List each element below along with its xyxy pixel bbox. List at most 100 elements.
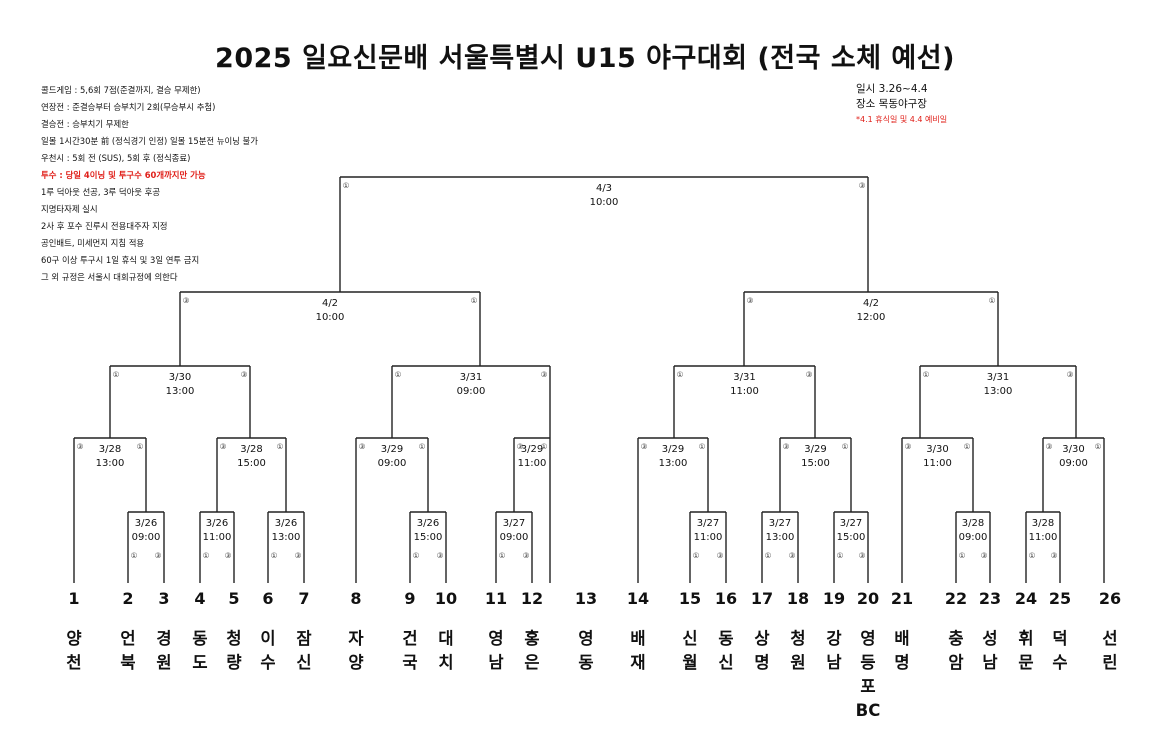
home-side-icon: ① xyxy=(693,551,700,560)
rule-item: 투수 : 당일 4이닝 및 투구수 60개까지만 가능 xyxy=(41,170,206,180)
match-time: 11:00 xyxy=(730,386,759,397)
away-side-icon: ③ xyxy=(806,370,813,379)
match-date: 3/29 xyxy=(381,444,403,455)
away-side-icon: ① xyxy=(842,442,849,451)
match-date: 3/28 xyxy=(1032,518,1054,529)
home-side-icon: ③ xyxy=(641,442,648,451)
away-side-icon: ③ xyxy=(1067,370,1074,379)
rule-item: 결승전 : 승부치기 무제한 xyxy=(41,119,129,129)
away-side-icon: ③ xyxy=(717,551,724,560)
rule-item: 그 외 규정은 서울시 대회규정에 의한다 xyxy=(41,272,178,282)
home-side-icon: ① xyxy=(395,370,402,379)
team-number: 7 xyxy=(298,589,310,608)
match-date: 3/28 xyxy=(962,518,984,529)
home-side-icon: ③ xyxy=(183,296,190,305)
home-side-icon: ① xyxy=(413,551,420,560)
match-date: 3/31 xyxy=(460,372,482,383)
match-date: 4/2 xyxy=(322,298,338,309)
rule-item: 콜드게임 : 5,6회 7점(준결까지, 결승 무제한) xyxy=(41,85,201,95)
team-number: 23 xyxy=(978,589,1002,608)
rule-item: 60구 이상 투구시 1일 휴식 및 3일 연투 금지 xyxy=(41,255,200,265)
away-side-icon: ③ xyxy=(859,181,866,190)
away-side-icon: ③ xyxy=(1051,551,1058,560)
event-info: 일시 3.26~4.4 장소 목동야구장 *4.1 휴식일 및 4.4 예비일 xyxy=(856,82,947,127)
match-time: 13:00 xyxy=(766,532,795,543)
home-side-icon: ① xyxy=(343,181,350,190)
match-date: 3/27 xyxy=(840,518,862,529)
match-time: 15:00 xyxy=(801,458,830,469)
home-side-icon: ① xyxy=(131,551,138,560)
away-side-icon: ③ xyxy=(789,551,796,560)
home-side-icon: ① xyxy=(499,551,506,560)
away-side-icon: ③ xyxy=(437,551,444,560)
match-date: 3/30 xyxy=(926,444,948,455)
match-time: 09:00 xyxy=(132,532,161,543)
match-date: 3/29 xyxy=(662,444,684,455)
team-number: 17 xyxy=(750,589,774,608)
match-time: 09:00 xyxy=(500,532,529,543)
team-number: 26 xyxy=(1098,589,1122,608)
home-side-icon: ③ xyxy=(783,442,790,451)
home-side-icon: ③ xyxy=(517,442,524,451)
home-side-icon: ③ xyxy=(747,296,754,305)
match-date: 3/28 xyxy=(99,444,121,455)
home-side-icon: ③ xyxy=(359,442,366,451)
rule-item: 일몰 1시간30분 前 (정식경기 인정) 일몰 15분전 뉴이닝 불가 xyxy=(41,136,258,146)
match-date: 3/30 xyxy=(169,372,191,383)
home-side-icon: ③ xyxy=(905,442,912,451)
match-time: 13:00 xyxy=(272,532,301,543)
team-number: 4 xyxy=(194,589,206,608)
away-side-icon: ① xyxy=(964,442,971,451)
team-number: 18 xyxy=(786,589,810,608)
away-side-icon: ① xyxy=(277,442,284,451)
home-side-icon: ① xyxy=(271,551,278,560)
away-side-icon: ① xyxy=(699,442,706,451)
rule-item: 공인배트, 미세먼지 지침 적용 xyxy=(41,238,145,248)
home-side-icon: ① xyxy=(923,370,930,379)
page-title: 2025 일요신문배 서울특별시 U15 야구대회 (전국 소체 예선) xyxy=(215,43,955,74)
match-date: 3/31 xyxy=(733,372,755,383)
home-side-icon: ① xyxy=(765,551,772,560)
match-date: 4/3 xyxy=(596,183,612,194)
match-time: 13:00 xyxy=(984,386,1013,397)
team-number: 25 xyxy=(1048,589,1072,608)
team-number: 1 xyxy=(68,589,80,608)
match-time: 10:00 xyxy=(590,197,619,208)
rule-item: 연장전 : 준결승부터 승부치기 2회(무승부시 추첨) xyxy=(41,102,216,112)
team-number: 16 xyxy=(714,589,738,608)
away-side-icon: ③ xyxy=(541,370,548,379)
home-side-icon: ③ xyxy=(77,442,84,451)
rule-item: 1루 덕아웃 선공, 3루 덕아웃 후공 xyxy=(41,187,161,197)
away-side-icon: ③ xyxy=(225,551,232,560)
